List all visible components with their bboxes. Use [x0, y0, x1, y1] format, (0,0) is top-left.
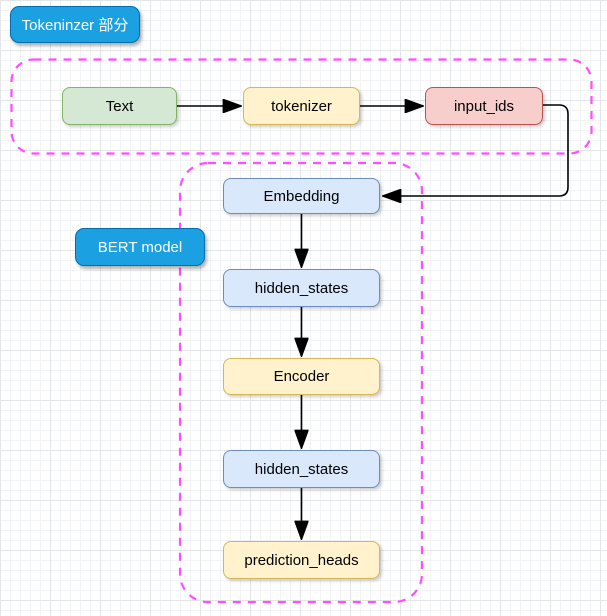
node-embedding: Embedding [223, 178, 380, 214]
label-bert-model: BERT model [75, 228, 205, 266]
label-tokenizer-section: Tokeninzer 部分 [10, 6, 140, 43]
container-bert-model-group [178, 161, 424, 604]
node-tokenizer: tokenizer [243, 87, 360, 125]
node-prediction-heads: prediction_heads [223, 541, 380, 579]
edge-input-ids-to-embedding [383, 104, 569, 196]
node-hidden-states-2: hidden_states [223, 450, 380, 488]
node-encoder: Encoder [223, 358, 380, 395]
node-hidden-states-1: hidden_states [223, 269, 380, 307]
container-tokenizer-group [10, 58, 593, 155]
node-text: Text [62, 87, 177, 125]
node-input-ids: input_ids [425, 87, 543, 125]
